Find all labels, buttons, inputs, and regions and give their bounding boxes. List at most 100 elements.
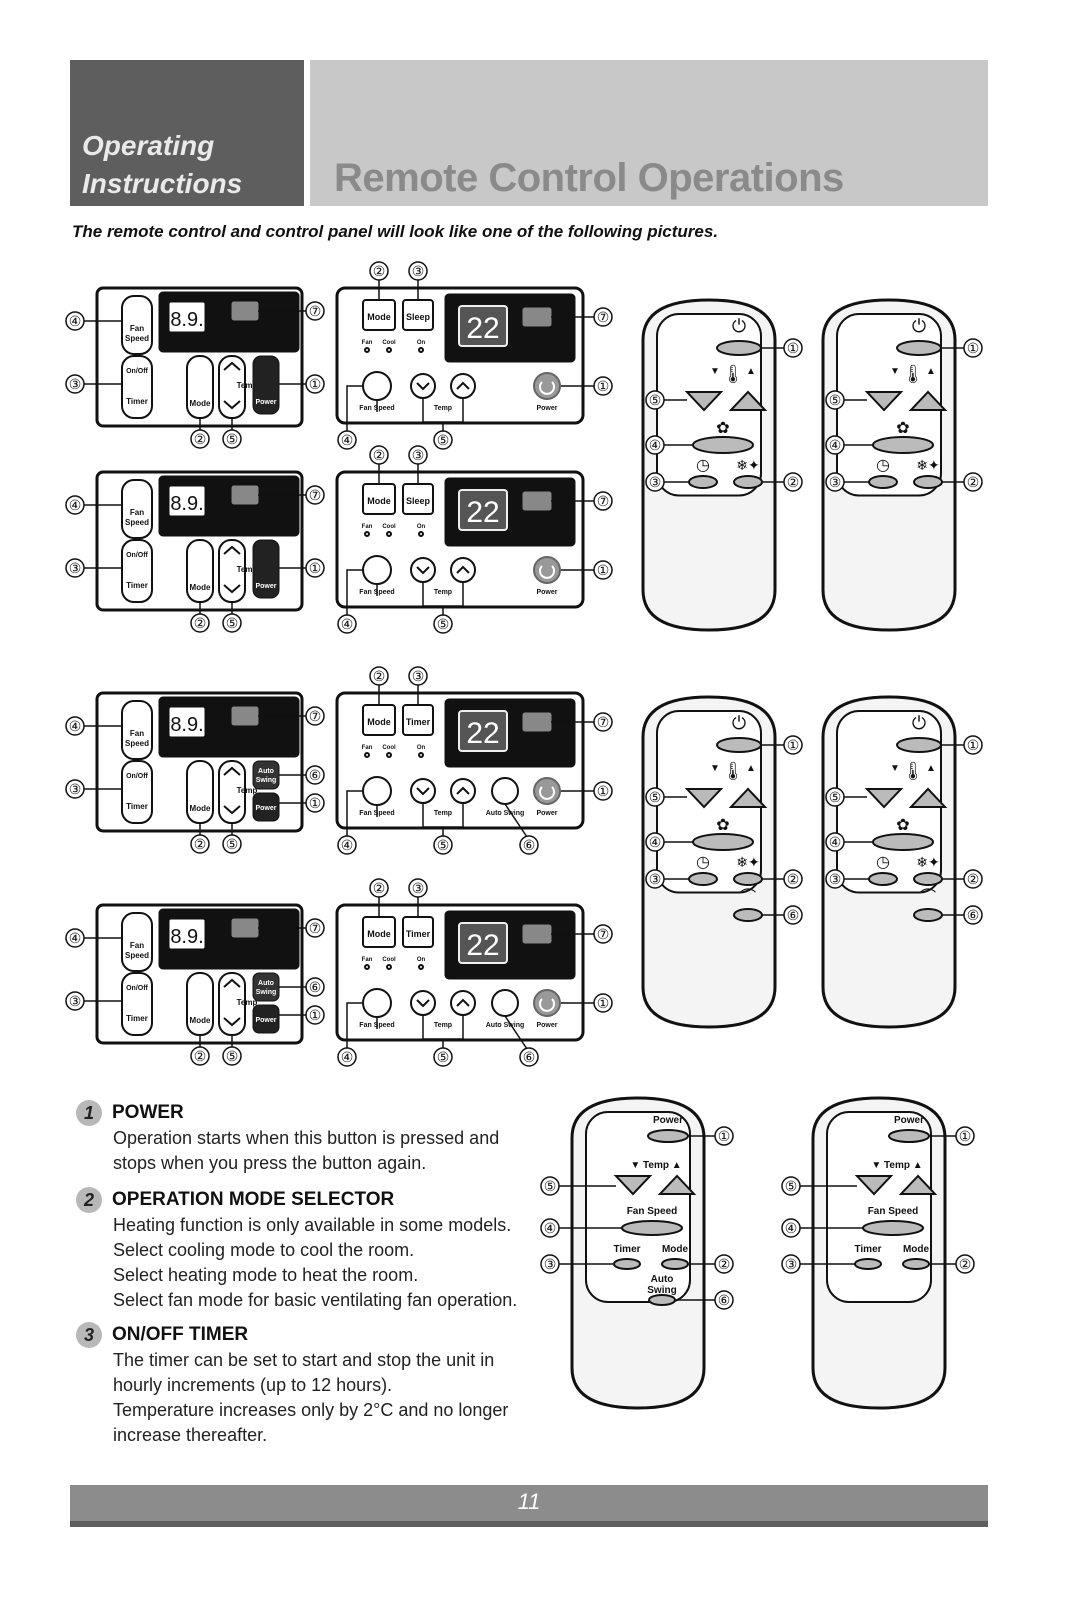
- fan-speed-button: [872, 833, 934, 851]
- timer-label: Timer: [406, 929, 431, 939]
- callout-number: ⑤: [829, 789, 842, 805]
- callout-number: ⑦: [309, 487, 322, 503]
- callout-circle: [783, 472, 803, 492]
- callout-circle: [781, 1254, 801, 1274]
- power-label: Power: [255, 399, 276, 406]
- chevron-down-icon: [416, 382, 430, 391]
- callout-number: ②: [373, 447, 386, 463]
- power-label: Power: [255, 583, 276, 590]
- fan-speed-label: Fan: [130, 324, 144, 333]
- fan-label: Fan: [362, 524, 373, 530]
- section-text-line: Heating function is only available in so…: [113, 1215, 512, 1235]
- callout-number: ③: [649, 474, 662, 490]
- callout-number: ①: [597, 378, 610, 394]
- fan-speed-label: Speed: [125, 334, 149, 343]
- section-text-line: Temperature increases only by 2°C and no…: [113, 1400, 509, 1420]
- callout-circle: [825, 787, 845, 807]
- power-button: [533, 777, 561, 805]
- fan-speed-button: [121, 700, 153, 760]
- callout-number: ①: [967, 737, 980, 753]
- callout-number: ③: [829, 474, 842, 490]
- mode-label: Mode: [190, 1016, 211, 1025]
- callout-circle: [337, 430, 357, 450]
- callout-number: ①: [597, 995, 610, 1011]
- temp-up-icon: [223, 978, 241, 988]
- section-text-line: The timer can be set to start and stop t…: [113, 1350, 495, 1370]
- callout-circle: [433, 614, 453, 634]
- callout-number: ④: [69, 497, 82, 513]
- chevron-down-icon: [416, 787, 430, 796]
- callout-circle: [593, 376, 613, 396]
- callout-number: ⑦: [309, 708, 322, 724]
- section-label-line1: Operating: [82, 130, 215, 161]
- callout-number: ③: [785, 1256, 798, 1272]
- callout-circle: [593, 712, 613, 732]
- callout-number: ①: [597, 783, 610, 799]
- power-button: [896, 737, 942, 753]
- fan-speed-label: Fan: [130, 729, 144, 738]
- callout-circle: [222, 429, 242, 449]
- temp-label: Temp: [434, 810, 452, 817]
- chevron-down-icon: [416, 999, 430, 1008]
- on-off-label: On/Off: [126, 773, 148, 780]
- callout-number: ①: [597, 562, 610, 578]
- digit-window: [458, 305, 508, 347]
- temp-down-arrow-icon: ▼: [710, 763, 720, 774]
- digit-window: [458, 489, 508, 531]
- temp-down-icon: [223, 584, 241, 594]
- power-button: [252, 539, 280, 599]
- power-icon: [539, 381, 555, 395]
- fan-label: Fan: [362, 340, 373, 346]
- callout-circle: [369, 445, 389, 465]
- callout-number: ④: [341, 837, 354, 853]
- timer-label: Timer: [126, 802, 148, 811]
- section-label-line2: Instructions: [82, 168, 243, 199]
- auto-swing-label: Auto: [258, 768, 274, 775]
- footer-underline: [70, 1521, 988, 1527]
- callout-number: ①: [787, 340, 800, 356]
- temp-label: Temp: [237, 381, 258, 390]
- digit-window: [458, 922, 508, 964]
- callout-number: ①: [718, 1128, 731, 1144]
- callout-circle: [645, 787, 665, 807]
- callout-circle: [305, 1005, 325, 1025]
- callout-circle: [714, 1254, 734, 1274]
- chevron-up-icon: [456, 381, 470, 390]
- mode-indicator-led: [364, 964, 370, 970]
- mode-button: [733, 475, 763, 489]
- digit-window: [168, 706, 206, 738]
- fan-icon: ✿: [716, 817, 729, 834]
- callout-number: ⑦: [597, 926, 610, 942]
- section-text-line: Select cooling mode to cool the room.: [113, 1240, 415, 1260]
- indicator-lamp: [231, 301, 259, 321]
- temp-label: Temp: [434, 1022, 452, 1029]
- callout-number: ③: [649, 871, 662, 887]
- temp-up-button: [450, 990, 476, 1016]
- power-icon: [539, 786, 555, 800]
- callout-number: ④: [649, 834, 662, 850]
- mode-label: Mode: [190, 804, 211, 813]
- swing-icon: ⌒: [740, 888, 756, 906]
- fan-icon: ✿: [896, 420, 909, 437]
- callout-circle: [305, 301, 325, 321]
- temp-label: Temp: [434, 589, 452, 596]
- callout-number: ②: [373, 880, 386, 896]
- callout-circle: [645, 472, 665, 492]
- callout-number: ⑤: [226, 836, 239, 852]
- timer-label: Timer: [854, 1244, 881, 1255]
- mode-indicator-led: [418, 752, 424, 758]
- section-number-badge: 3: [76, 1322, 102, 1348]
- fan-speed-label: Speed: [125, 518, 149, 527]
- callout-circle: [825, 832, 845, 852]
- power-label: Power: [653, 1115, 683, 1126]
- callout-circle: [783, 905, 803, 925]
- page-title: Remote Control Operations: [334, 156, 844, 200]
- mode-icon: ❄✦: [736, 854, 760, 870]
- fan-speed-label: Fan Speed: [868, 1206, 919, 1217]
- power-label: Power: [536, 810, 557, 817]
- callout-number: ①: [309, 376, 322, 392]
- callout-circle: [305, 485, 325, 505]
- leader-line: [346, 1002, 378, 1049]
